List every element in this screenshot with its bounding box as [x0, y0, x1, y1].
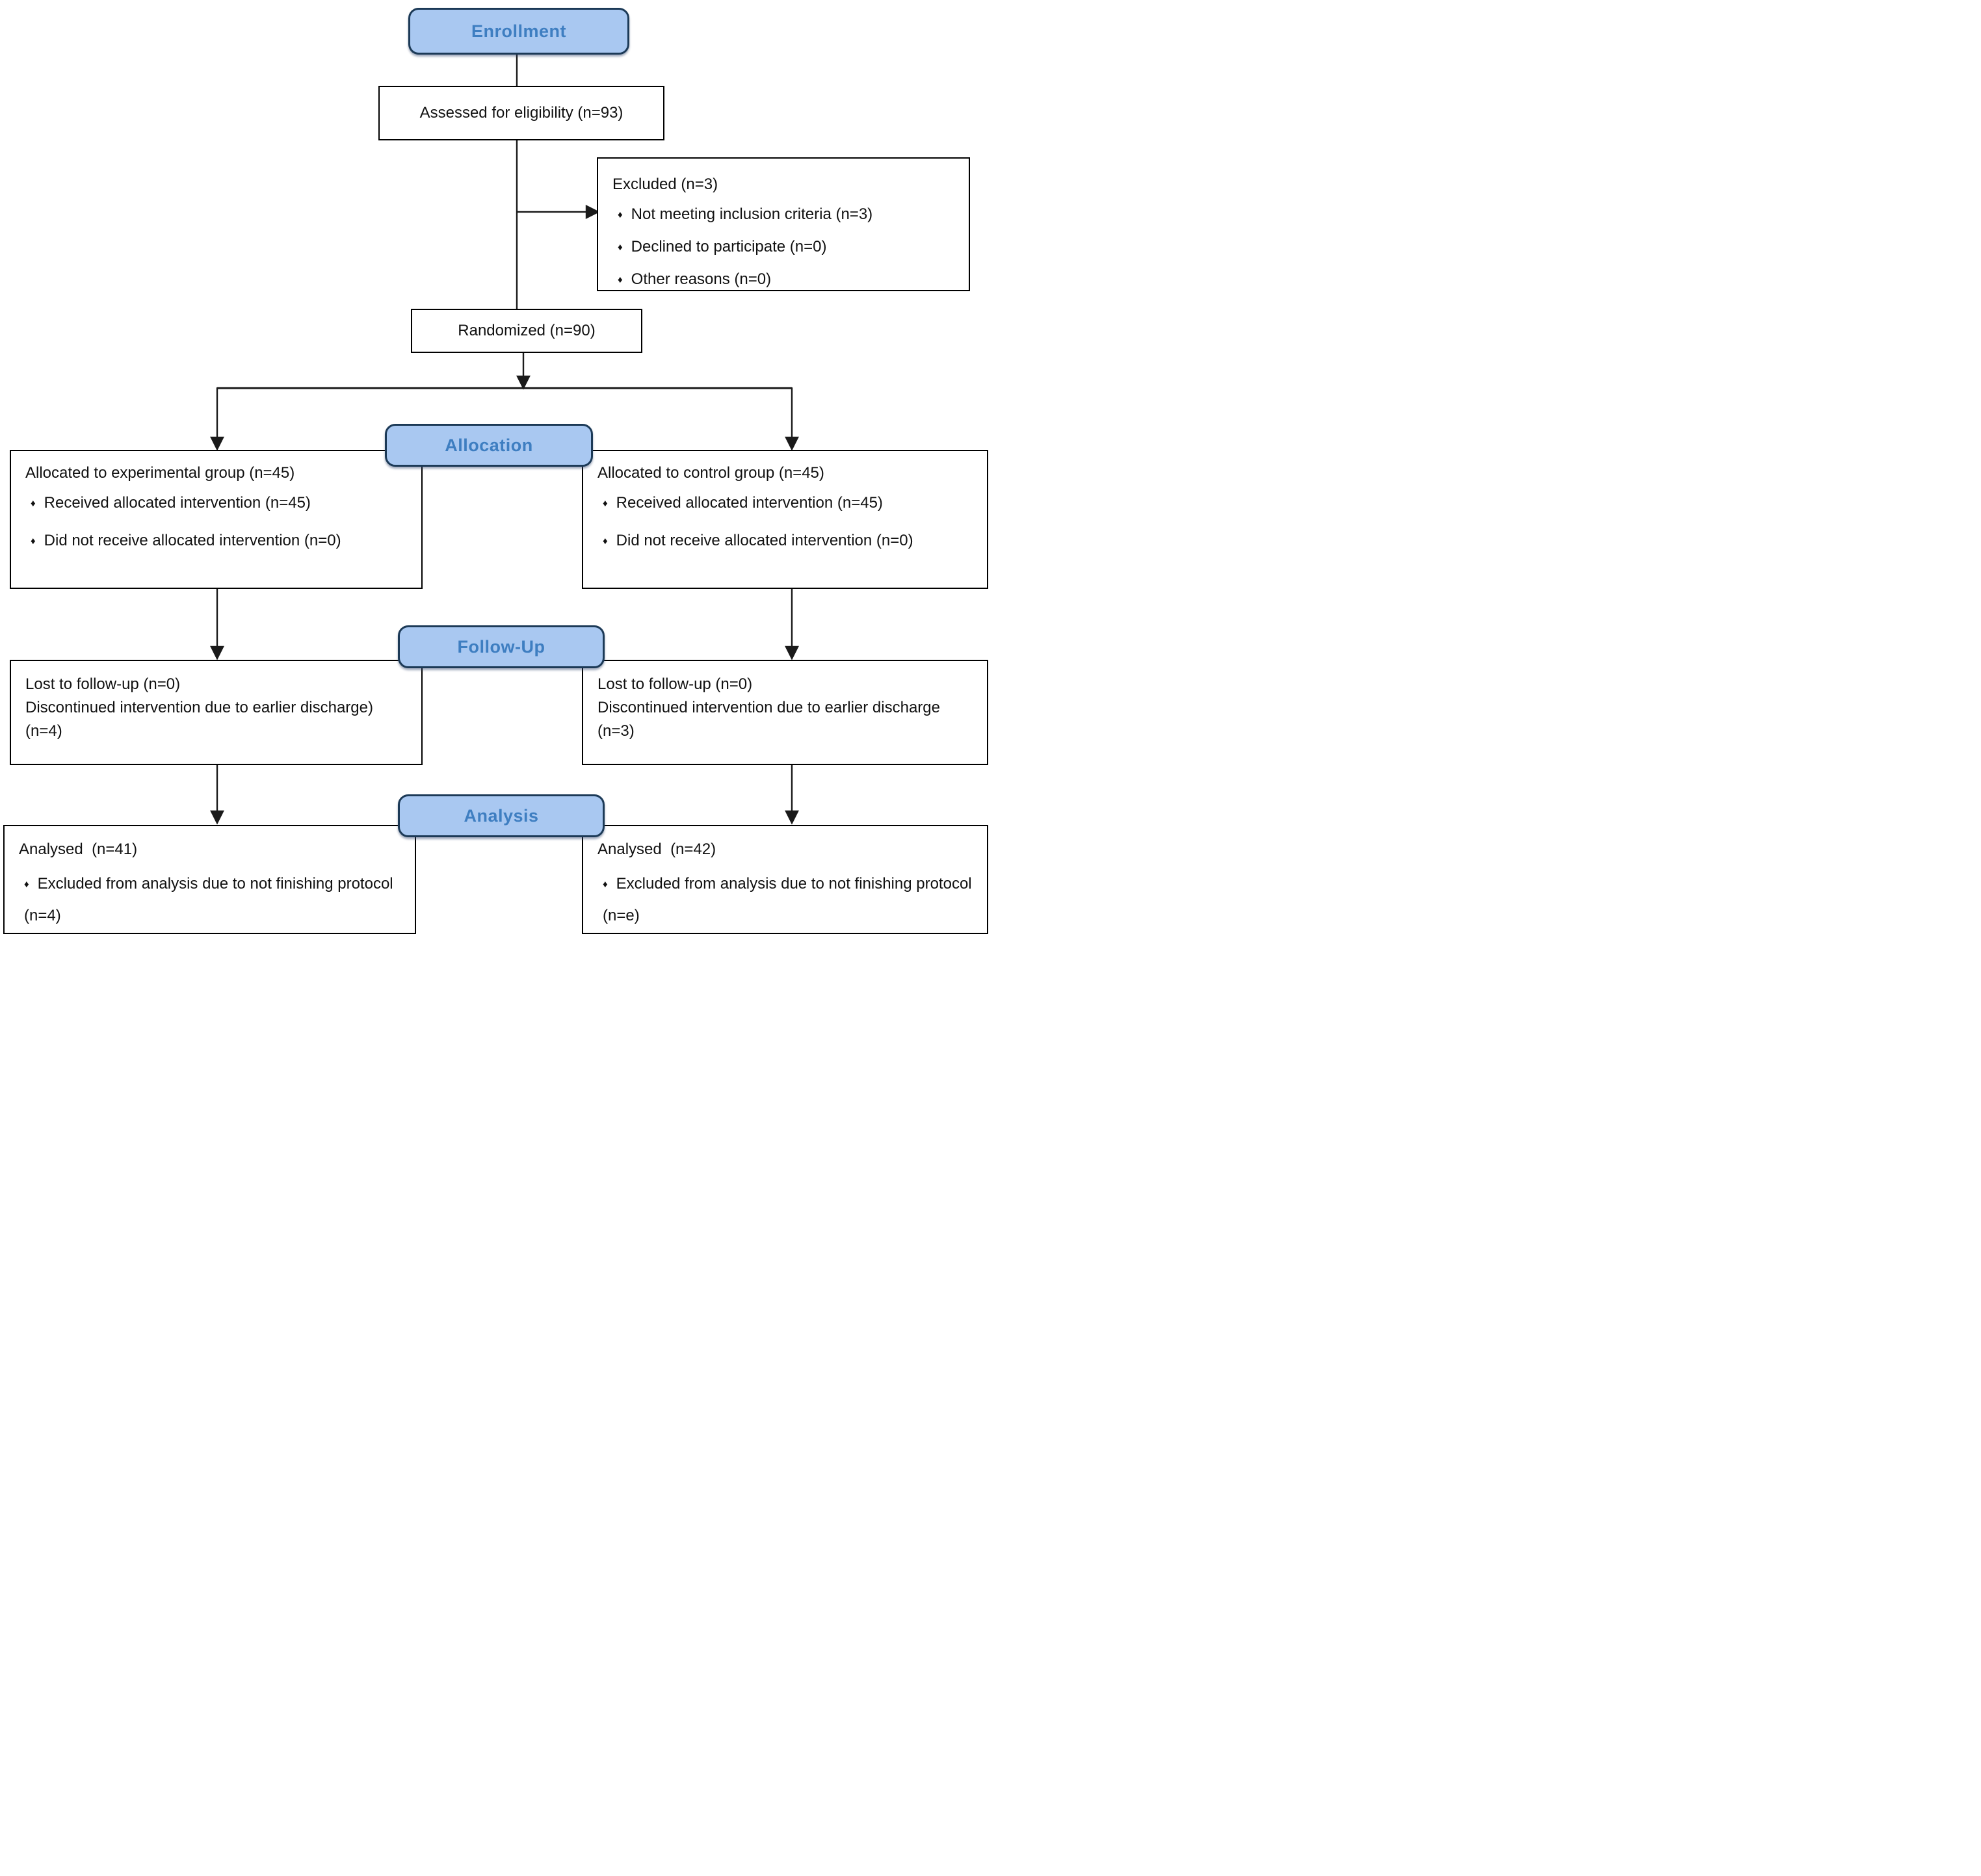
excluded-box: Excluded (n=3) ♦ Not meeting inclusion cr… [597, 157, 970, 291]
list-item: ♦ Did not receive allocated intervention … [31, 529, 410, 553]
arrow-down-icon [785, 436, 799, 451]
analysis-title: Analysed (n=42) [597, 840, 716, 858]
analysis-item-text: Excluded from analysis due to not finish… [603, 875, 972, 925]
list-item: ♦ Declined to participate (n=0) [618, 235, 957, 259]
followup-line: Discontinued intervention due to earlier… [25, 699, 373, 740]
arrow-down-icon [516, 375, 531, 390]
phase-badge-followup: Follow-Up [398, 625, 605, 668]
excluded-item-text: Other reasons (n=0) [631, 270, 772, 288]
excluded-item-text: Declined to participate (n=0) [631, 238, 827, 255]
allocation-experimental-box: Allocated to experimental group (n=45) ♦… [10, 450, 423, 589]
analysis-control-box: Analysed (n=42) ♦Excluded from analysis … [582, 825, 988, 934]
followup-line: Lost to follow-up (n=0) [25, 675, 181, 693]
diamond-bullet-icon: ♦ [31, 536, 36, 547]
list-item: ♦ Did not receive allocated intervention … [603, 529, 975, 553]
excluded-item-text: Not meeting inclusion criteria (n=3) [631, 205, 873, 223]
phase-badge-analysis: Analysis [398, 794, 605, 837]
allocation-title: Allocated to experimental group (n=45) [25, 464, 295, 482]
diamond-bullet-icon: ♦ [31, 498, 36, 509]
assessed-text: Assessed for eligibility (n=93) [419, 104, 623, 122]
list-item: ♦ Other reasons (n=0) [618, 268, 957, 291]
diamond-bullet-icon: ♦ [603, 498, 608, 509]
diamond-bullet-icon: ♦ [603, 879, 608, 890]
allocation-title: Allocated to control group (n=45) [597, 464, 824, 482]
arrow-down-icon [210, 436, 224, 451]
randomized-box: Randomized (n=90) [411, 309, 642, 353]
assessed-box: Assessed for eligibility (n=93) [378, 86, 664, 140]
followup-experimental-box: Lost to follow-up (n=0) Discontinued int… [10, 660, 423, 765]
diamond-bullet-icon: ♦ [618, 209, 623, 220]
list-item: ♦ Not meeting inclusion criteria (n=3) [618, 203, 957, 226]
followup-control-box: Lost to follow-up (n=0) Discontinued int… [582, 660, 988, 765]
arrow-down-icon [210, 645, 224, 660]
phase-badge-enrollment: Enrollment [408, 8, 629, 55]
arrow-down-icon [210, 810, 224, 825]
diamond-bullet-icon: ♦ [24, 879, 29, 890]
allocation-control-box: Allocated to control group (n=45) ♦ Recei… [582, 450, 988, 589]
connector-lines [210, 55, 799, 825]
diamond-bullet-icon: ♦ [618, 242, 623, 253]
list-item: ♦Excluded from analysis due to not finis… [603, 868, 975, 931]
list-item: ♦Excluded from analysis due to not finis… [24, 868, 403, 931]
allocation-item-text: Received allocated intervention (n=45) [616, 494, 883, 512]
arrow-right-icon [585, 205, 600, 219]
allocation-item-text: Received allocated intervention (n=45) [44, 494, 311, 512]
list-item: ♦ Received allocated intervention (n=45) [603, 491, 975, 515]
phase-badge-allocation: Allocation [385, 424, 593, 467]
followup-line: Lost to follow-up (n=0) [597, 675, 753, 693]
randomized-text: Randomized (n=90) [458, 322, 596, 339]
analysis-item-text: Excluded from analysis due to not finish… [24, 875, 393, 925]
excluded-title: Excluded (n=3) [612, 176, 718, 193]
diamond-bullet-icon: ♦ [618, 274, 623, 285]
arrow-down-icon [785, 645, 799, 660]
list-item: ♦ Received allocated intervention (n=45) [31, 491, 410, 515]
consort-flow-diagram: Enrollment Allocation Follow-Up Analysis… [0, 0, 990, 938]
followup-line: Discontinued intervention due to earlier… [597, 699, 940, 740]
diamond-bullet-icon: ♦ [603, 536, 608, 547]
analysis-experimental-box: Analysed (n=41) ♦Excluded from analysis … [3, 825, 416, 934]
analysis-title: Analysed (n=41) [19, 840, 138, 858]
allocation-item-text: Did not receive allocated intervention (… [44, 532, 341, 549]
allocation-item-text: Did not receive allocated intervention (… [616, 532, 913, 549]
arrow-down-icon [785, 810, 799, 825]
